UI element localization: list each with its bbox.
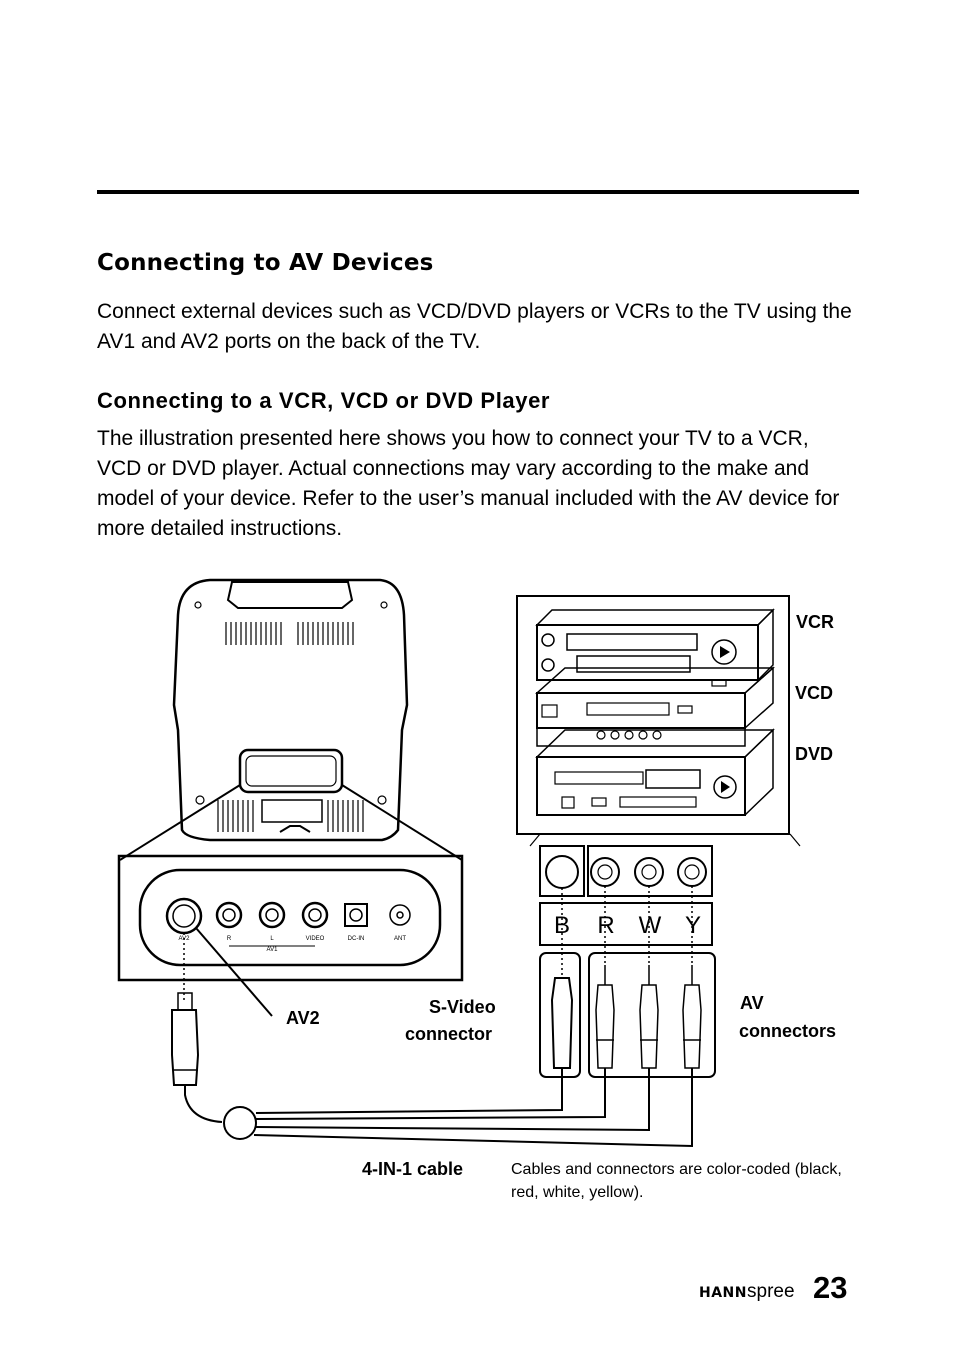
tv-port-panel: AV2 R L VIDEO DC-IN ANT AV1 [117, 854, 464, 1017]
color-code-b: B [554, 912, 570, 939]
port-label-dcin: DC-IN [348, 936, 365, 942]
port-group-av1: AV1 [267, 947, 279, 953]
four-in-one-cable [184, 1068, 693, 1148]
label-av2: AV2 [286, 1008, 320, 1028]
label-cable: 4-IN-1 cable [362, 1159, 464, 1179]
brand-logo: HANNspree [699, 1281, 795, 1303]
port-label-video: VIDEO [306, 936, 325, 942]
label-dvd: DVD [795, 744, 834, 764]
color-code-w: W [639, 912, 662, 939]
color-code-y: Y [685, 912, 701, 939]
brand-bold: HANN [699, 1285, 747, 1301]
device-stack [516, 595, 790, 835]
subsection-title: Connecting to a VCR, VCD or DVD Player [97, 388, 551, 413]
port-label-ant: ANT [394, 936, 406, 942]
color-code-note: Cables and connectors are color-coded (b… [511, 1161, 842, 1201]
device-ports: B R W Y [183, 833, 801, 1000]
page-number: 23 [813, 1270, 848, 1305]
label-vcr: VCR [796, 612, 835, 632]
header-rule [97, 190, 859, 194]
port-label-r: R [227, 936, 232, 942]
label-av-line1: AV [740, 993, 764, 1013]
port-label-l: L [270, 936, 274, 942]
label-av-line2: connectors [739, 1021, 837, 1041]
intro-paragraph: Connect external devices such as VCD/DVD… [97, 300, 852, 353]
brand-light: spree [747, 1281, 795, 1302]
section-title: Connecting to AV Devices [97, 250, 434, 276]
label-svideo-line1: S-Video [429, 997, 496, 1017]
color-code-r: R [597, 912, 614, 939]
cable-plugs [171, 952, 716, 1086]
tv-back-illustration [119, 578, 463, 861]
label-svideo-line2: connector [405, 1024, 493, 1044]
label-vcd: VCD [795, 683, 834, 703]
body-paragraph: The illustration presented here shows yo… [97, 427, 840, 540]
